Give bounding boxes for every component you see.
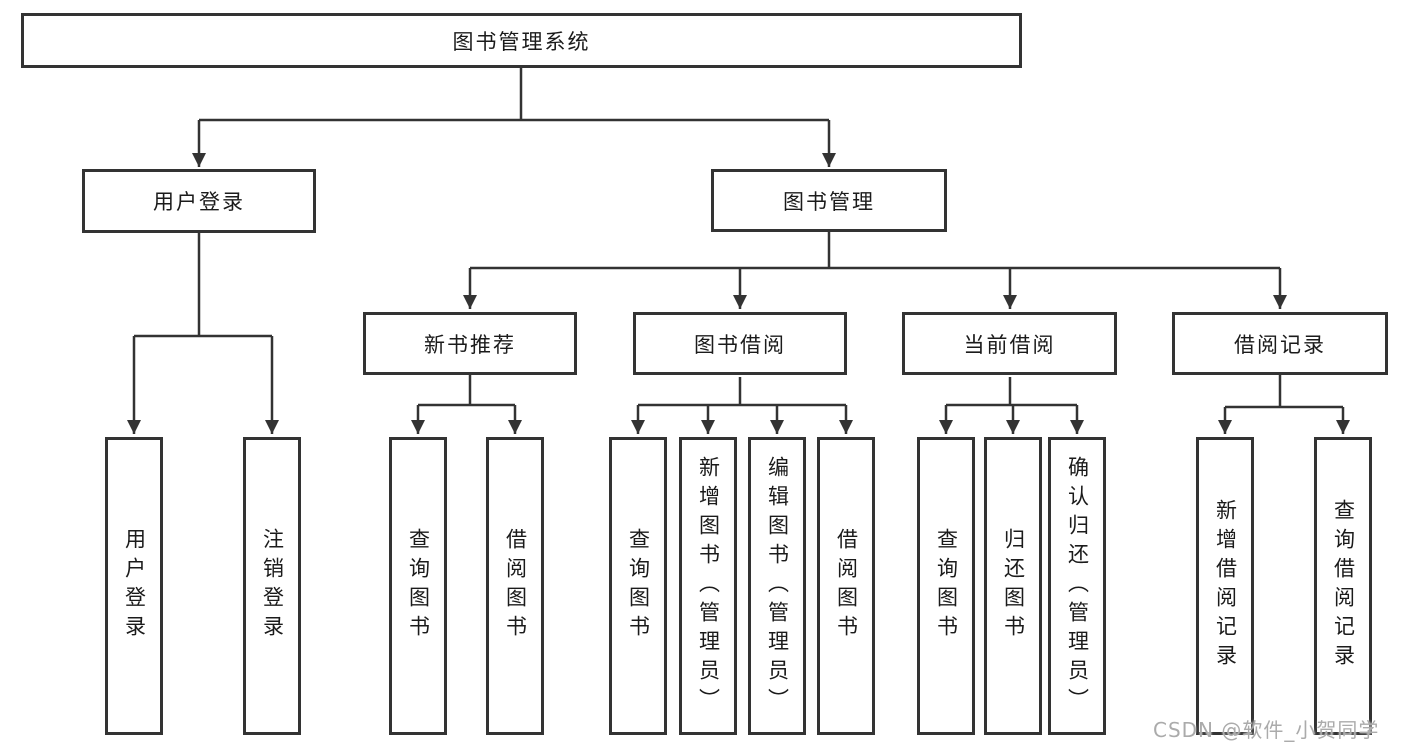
node-borrow-records: 借阅记录 — [1172, 312, 1388, 375]
leaf-newbooks-query-books: 查询图书 — [389, 437, 447, 735]
leaf-records-query-record-label: 查询借阅记录 — [1331, 499, 1356, 673]
node-book-management: 图书管理 — [711, 169, 947, 232]
leaf-records-query-record: 查询借阅记录 — [1314, 437, 1372, 735]
node-book-borrow: 图书借阅 — [633, 312, 847, 375]
leaf-borrow-borrow-books-label: 借阅图书 — [834, 528, 859, 644]
node-book-management-label: 图书管理 — [783, 189, 875, 214]
leaf-user-login: 用户登录 — [105, 437, 163, 735]
node-borrow-records-label: 借阅记录 — [1234, 332, 1326, 357]
leaf-newbooks-query-books-label: 查询图书 — [406, 528, 431, 644]
leaf-borrow-add-books-admin-label: 新增图书（管理员） — [696, 455, 721, 717]
leaf-borrow-add-books-admin: 新增图书（管理员） — [679, 437, 737, 735]
leaf-borrow-query-books-label: 查询图书 — [626, 528, 651, 644]
leaf-borrow-edit-books-admin: 编辑图书（管理员） — [748, 437, 806, 735]
node-new-book-recommend-label: 新书推荐 — [424, 332, 516, 357]
node-user-login-label: 用户登录 — [153, 190, 245, 214]
leaf-newbooks-borrow-books: 借阅图书 — [486, 437, 544, 735]
leaf-current-return-books: 归还图书 — [984, 437, 1042, 735]
leaf-current-confirm-return-admin-label: 确认归还（管理员） — [1065, 455, 1090, 717]
leaf-borrow-edit-books-admin-label: 编辑图书（管理员） — [765, 455, 790, 717]
leaf-current-query-books: 查询图书 — [917, 437, 975, 735]
leaf-records-add-record: 新增借阅记录 — [1196, 437, 1254, 735]
csdn-watermark: CSDN @软件_小贺同学 — [1153, 718, 1380, 742]
node-root-label: 图书管理系统 — [452, 29, 591, 54]
leaf-current-return-books-label: 归还图书 — [1001, 528, 1026, 644]
node-current-borrow-label: 当前借阅 — [963, 332, 1056, 357]
leaf-borrow-query-books: 查询图书 — [609, 437, 667, 735]
leaf-records-add-record-label: 新增借阅记录 — [1213, 499, 1238, 673]
leaf-newbooks-borrow-books-label: 借阅图书 — [503, 528, 528, 644]
node-current-borrow: 当前借阅 — [902, 312, 1117, 375]
leaf-logout: 注销登录 — [243, 437, 301, 735]
node-new-book-recommend: 新书推荐 — [363, 312, 577, 375]
leaf-user-login-label: 用户登录 — [122, 528, 147, 644]
node-root-system: 图书管理系统 — [21, 13, 1022, 68]
leaf-current-confirm-return-admin: 确认归还（管理员） — [1048, 437, 1106, 735]
node-book-borrow-label: 图书借阅 — [694, 332, 786, 357]
node-user-login: 用户登录 — [82, 169, 316, 233]
leaf-current-query-books-label: 查询图书 — [934, 528, 959, 644]
leaf-borrow-borrow-books: 借阅图书 — [817, 437, 875, 735]
leaf-logout-label: 注销登录 — [260, 528, 285, 644]
